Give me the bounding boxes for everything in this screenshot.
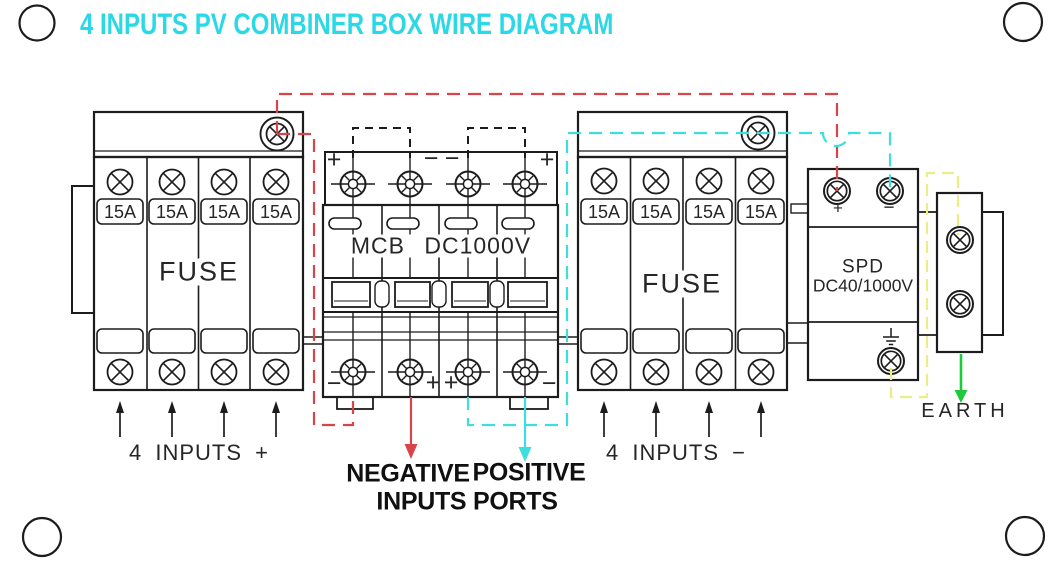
- screw-terminal-icon: [339, 358, 367, 386]
- negative-wire: [275, 92, 839, 459]
- fuse-terminal-icon: [262, 358, 290, 386]
- mcb-polarity-top: −: [444, 144, 460, 173]
- fuse-rating: 15A: [587, 202, 621, 222]
- spd-rating: DC40/1000V: [812, 275, 914, 296]
- ports-caption: INPUTS PORTS: [376, 487, 558, 516]
- earth-wire: [889, 171, 960, 399]
- screw-terminal-icon: [396, 358, 424, 386]
- fuse-terminal-icon: [210, 358, 238, 386]
- mcb-polarity-bottom: −: [326, 369, 342, 398]
- fuse-rating: 15A: [639, 202, 673, 222]
- left-inputs-label: 4 INPUTS +: [129, 440, 269, 465]
- screw-terminal-icon: [511, 358, 539, 386]
- page-title: 4 INPUTS PV COMBINER BOX WIRE DIAGRAM: [80, 8, 614, 41]
- mcb-polarity-top: −: [423, 144, 439, 173]
- fuse-terminal-icon: [158, 358, 186, 386]
- negative-port-label: NEGATIVE: [346, 459, 470, 488]
- left-fuse-block: [71, 110, 305, 392]
- mcb-polarity-bottom: +: [425, 368, 441, 397]
- fuse-terminal-icon: [262, 168, 290, 196]
- corner-hole-top-right: [1002, 1, 1044, 43]
- right-inputs-label: 4 INPUTS −: [606, 440, 746, 465]
- fuse-terminal-icon: [106, 168, 134, 196]
- spd-name: SPD: [841, 256, 885, 278]
- corner-hole-bottom-left: [21, 516, 63, 558]
- fuse-terminal-icon: [210, 168, 238, 196]
- positive-wire: [466, 131, 892, 462]
- fuse-terminal-icon: [747, 358, 775, 386]
- fuse-terminal-icon: [695, 167, 723, 195]
- fuse-terminal-icon: [747, 167, 775, 195]
- earth-arrow: [954, 354, 968, 403]
- fuse-rating: 15A: [259, 202, 293, 222]
- fuse-terminal-icon: [106, 358, 134, 386]
- fuse-terminal-icon: [695, 358, 723, 386]
- positive-arrow: [518, 447, 532, 462]
- corner-hole-top-left: [18, 4, 56, 42]
- corner-hole-bottom-right: [1004, 515, 1046, 557]
- mcb-label: MCB DC1000V: [345, 234, 537, 258]
- pole-jumper-links: [352, 127, 526, 158]
- mcb-polarity-bottom: +: [443, 368, 459, 397]
- right-fuse-label: FUSE: [636, 270, 728, 298]
- screw-terminal-icon: [454, 170, 482, 198]
- fuse-rating: 15A: [692, 202, 726, 222]
- input-arrows-left: [116, 401, 280, 437]
- right-fuse-block: [576, 110, 789, 392]
- fuse-terminal-icon: [590, 167, 618, 195]
- spd-block: [790, 167, 920, 382]
- fuse-rating: 15A: [744, 202, 778, 222]
- busbar-screw-icon: [946, 226, 974, 254]
- screw-terminal-icon: [454, 358, 482, 386]
- positive-port-label: POSITIVE: [472, 458, 586, 487]
- earth-busbar: [918, 191, 1004, 354]
- screw-terminal-icon: [511, 170, 539, 198]
- left-fuse-label: FUSE: [153, 258, 245, 286]
- fuse-terminal-icon: [158, 168, 186, 196]
- fuse-terminal-icon: [642, 167, 670, 195]
- screw-terminal-icon: [339, 170, 367, 198]
- input-arrows-right: [600, 401, 765, 437]
- fuse-terminal-icon: [590, 358, 618, 386]
- mcb-block: [321, 127, 560, 410]
- fuse-rating: 15A: [155, 202, 189, 222]
- mcb-polarity-bottom: −: [541, 369, 557, 398]
- screw-terminal-icon: [396, 170, 424, 198]
- negative-arrow: [404, 444, 418, 459]
- mcb-polarity-top: +: [326, 145, 342, 174]
- earth-label: EARTH: [921, 400, 1009, 422]
- fuse-rating: 15A: [207, 202, 241, 222]
- spd-plus-label: +: [833, 198, 843, 218]
- busbar-screw-icon: [946, 290, 974, 318]
- fuse-rating: 15A: [103, 202, 137, 222]
- spd-minus-label: −: [883, 197, 895, 219]
- fuse-terminal-icon: [642, 358, 670, 386]
- mcb-polarity-top: +: [539, 145, 555, 174]
- ground-symbol-icon: [883, 328, 899, 346]
